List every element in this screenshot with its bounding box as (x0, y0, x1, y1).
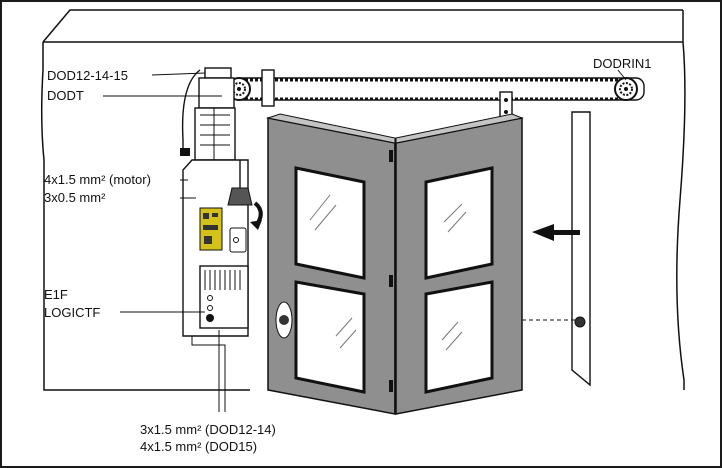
power-cable (191, 336, 226, 412)
logic-board (199, 207, 247, 253)
door-panel-right (395, 113, 524, 415)
right-jamb (571, 111, 591, 387)
curved-arrow-head-icon (250, 220, 262, 230)
label-signal-cable: 3x0.5 mm² (44, 190, 106, 205)
leader-lines (103, 69, 627, 313)
motor-assembly (180, 67, 236, 161)
carriage-bracket-left (261, 69, 275, 107)
return-pulley (614, 77, 638, 101)
label-return-pulley: DODRIN1 (593, 56, 652, 71)
label-drive-unit: DODT (47, 88, 84, 103)
hinge-line (389, 143, 396, 414)
chain-track (233, 77, 645, 101)
ceiling-line (42, 9, 683, 43)
label-logic-board: LOGICTF (44, 305, 100, 320)
label-drive-model: DOD12-14-15 (47, 68, 128, 83)
label-control-unit: E1F (44, 287, 68, 302)
label-motor-cable: 4x1.5 mm² (motor) (44, 172, 151, 187)
release-knob (227, 160, 253, 206)
floor-pivot (574, 316, 586, 328)
label-power-cable-2: 4x1.5 mm² (DOD15) (140, 439, 257, 454)
label-power-cable-1: 3x1.5 mm² (DOD12-14) (140, 422, 276, 437)
control-unit (199, 265, 249, 329)
door-panel-left (266, 113, 396, 415)
wall-outline (40, 10, 686, 391)
arrow-left-icon (532, 224, 580, 241)
